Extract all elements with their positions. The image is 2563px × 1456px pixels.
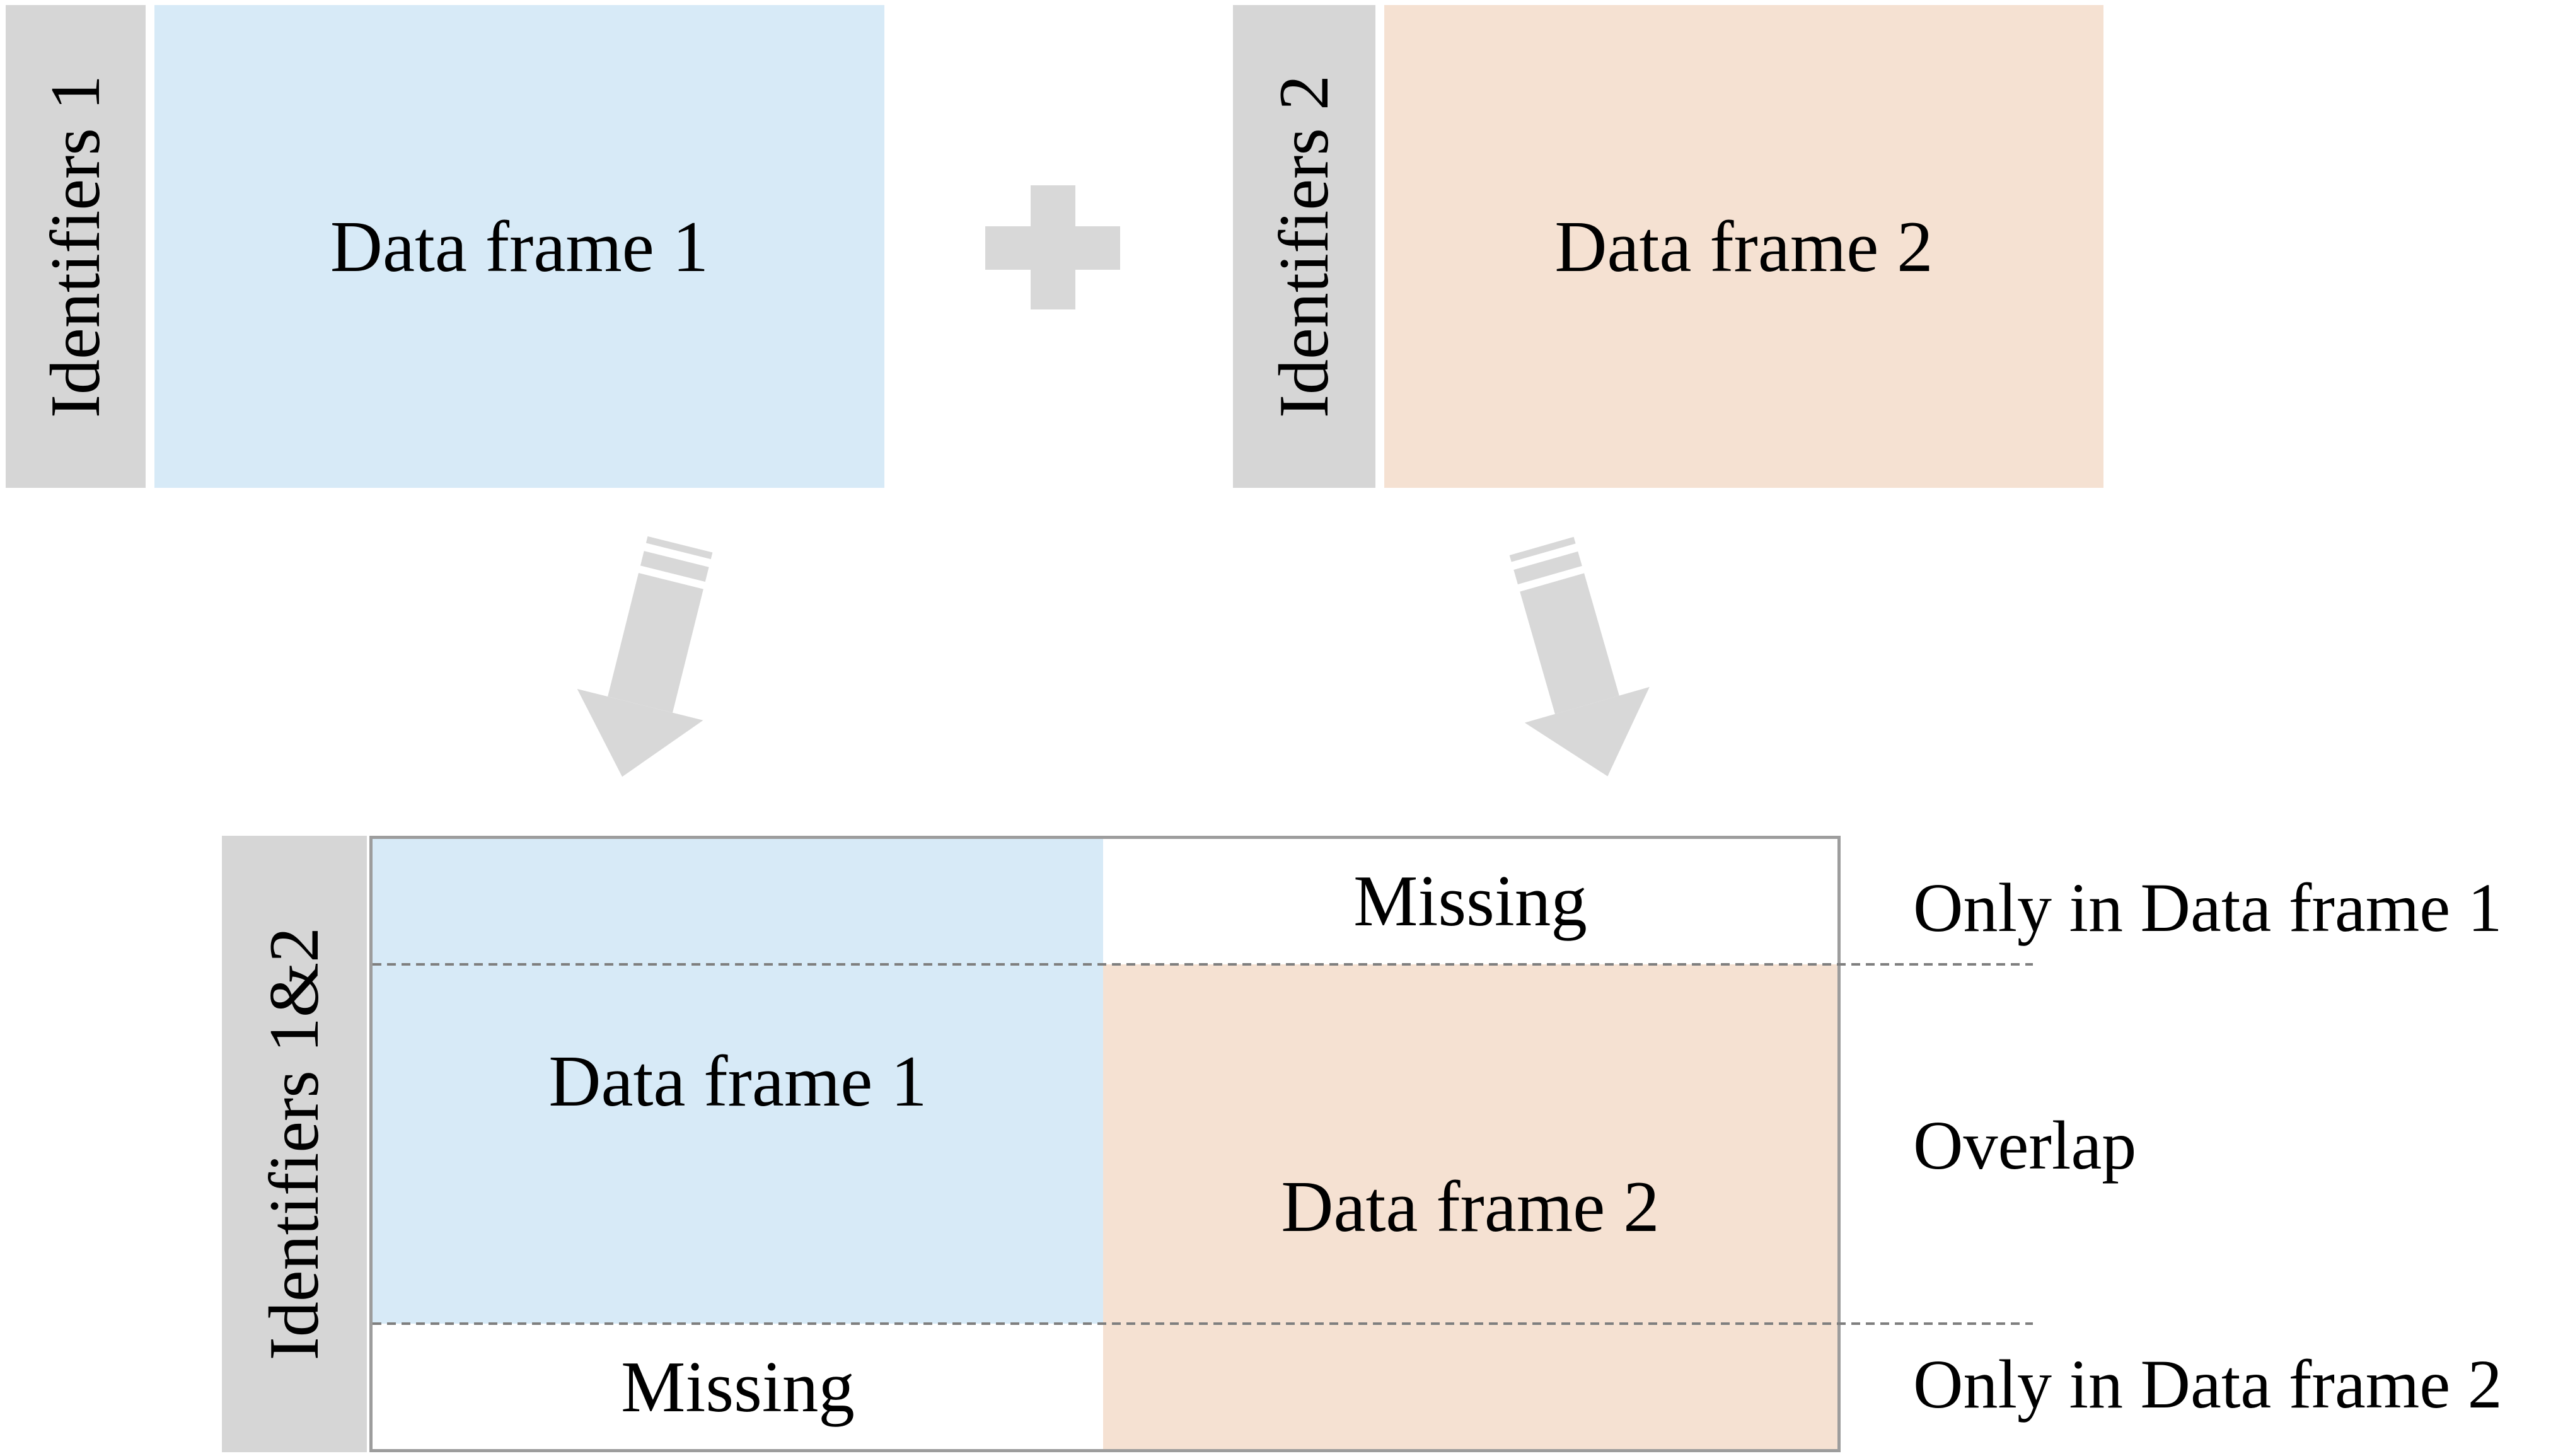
missing-bottom-region: Missing [373,1325,1103,1449]
missing-top-region: Missing [1103,839,1837,963]
merged-frame-1-region [373,839,1103,1324]
data-frame-2-label: Data frame 2 [1554,206,1933,287]
data-frame-1-label: Data frame 1 [330,206,709,287]
annotation-only-in-frame-1: Only in Data frame 1 [1913,869,2502,947]
merged-frame-2-label-wrap: Data frame 2 [1103,964,1837,1449]
annotation-overlap: Overlap [1913,1107,2137,1184]
data-frame-1-box: Data frame 1 [154,5,884,488]
down-arrow-right-icon [1509,536,1650,777]
merged-frame-1-label: Data frame 1 [548,1041,927,1121]
missing-bottom-label: Missing [621,1347,855,1427]
dashed-divider-top [373,963,2033,966]
identifiers-1and2-strip: Identifiers 1&2 [222,836,367,1452]
identifiers-1-label: Identifiers 1 [37,74,115,419]
down-arrow-left-icon [577,536,713,777]
missing-top-label: Missing [1353,861,1587,941]
merged-frame-2-region [1103,964,1837,1449]
merged-frame-2-label: Data frame 2 [1281,1167,1660,1247]
identifiers-2-strip: Identifiers 2 [1233,5,1375,488]
merged-frame-1-label-wrap: Data frame 1 [373,839,1103,1324]
identifiers-2-label: Identifiers 2 [1265,74,1343,419]
dashed-divider-bottom [373,1322,2033,1325]
identifiers-1and2-label: Identifiers 1&2 [255,927,333,1361]
identifiers-1-strip: Identifiers 1 [6,5,146,488]
plus-icon [985,185,1120,309]
data-frame-2-box: Data frame 2 [1384,5,2103,488]
annotation-only-in-frame-2: Only in Data frame 2 [1913,1346,2502,1423]
